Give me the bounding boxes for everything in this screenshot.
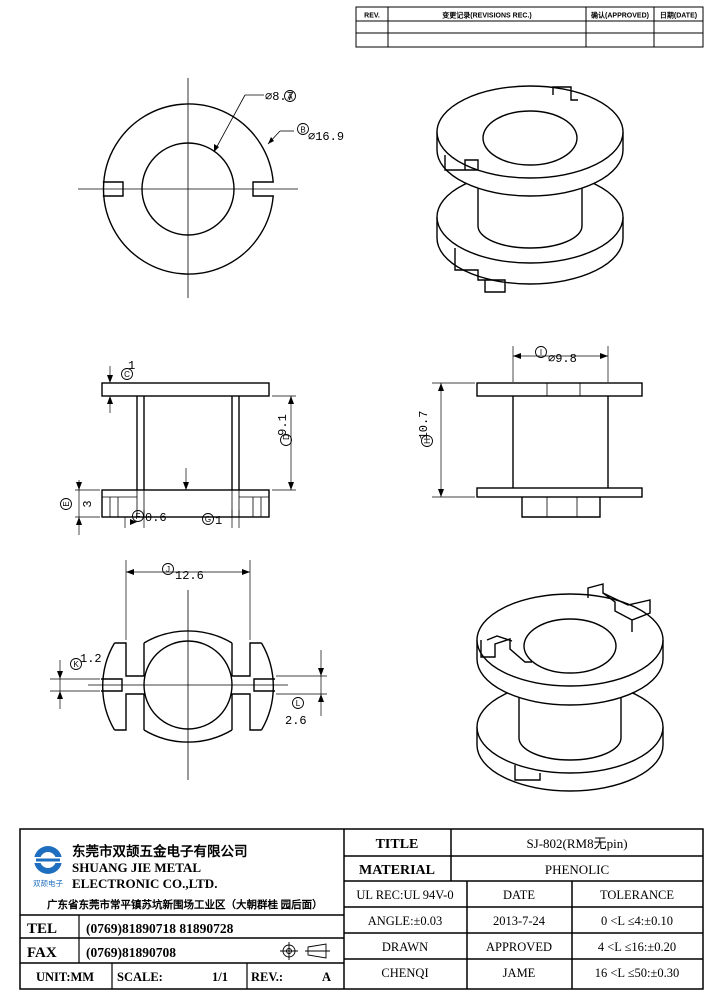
logo-text: 双颉电子: [33, 878, 63, 888]
tel-value: (0769)81890718 81890728: [86, 921, 234, 936]
tolerance-3: 16 <L ≤50:±0.30: [595, 966, 680, 980]
dim-b-value: ⌀16.9: [308, 130, 344, 144]
dim-h-tag: H: [423, 438, 432, 444]
company-name-en-1: SHUANG JIE METAL: [72, 860, 201, 875]
dim-e-tag: E: [62, 501, 71, 506]
material-value: PHENOLIC: [545, 862, 609, 877]
dim-b-tag: B: [300, 126, 305, 135]
date-value: 2013-7-24: [493, 914, 546, 928]
approved-header: 确认(APPROVED): [591, 11, 649, 20]
company-logo: [33, 846, 63, 874]
rev-header: REV.: [364, 13, 380, 20]
dim-e-value: 3: [81, 500, 95, 507]
dim-a-value: ⌀8.7: [265, 90, 294, 104]
dim-c-tag: C: [124, 370, 130, 379]
company-address: 广东省东莞市常平镇苏坑新围场工业区（大朝群桂 园后面）: [47, 898, 323, 911]
dim-l-value: 2.6: [285, 714, 307, 728]
title-value: SJ-802(RM8无pin): [526, 836, 627, 851]
isometric-view-bottom: [476, 583, 664, 792]
dim-d-value: 9.1: [276, 414, 290, 436]
dim-f-tag: F: [136, 512, 141, 521]
dim-g-tag: G: [205, 515, 211, 524]
dim-h-value: 10.7: [417, 411, 431, 440]
bottom-view: [50, 560, 327, 780]
dim-j-tag: J: [166, 565, 170, 574]
angle-value: ANGLE:±0.03: [368, 914, 443, 928]
dim-i-value: ⌀9.8: [548, 352, 577, 366]
dim-c-value: 1: [128, 359, 135, 373]
approved-label: APPROVED: [486, 940, 552, 954]
company-name-en-2: ELECTRONIC CO.,LTD.: [72, 876, 217, 891]
dim-k-value: 1.2: [80, 652, 102, 666]
tolerance-2: 4 <L ≤16:±0.20: [598, 940, 676, 954]
dim-g-value: 1: [215, 514, 222, 528]
tolerance-label: TOLERANCE: [600, 888, 674, 902]
revision-table: [355, 6, 704, 48]
drawn-label: DRAWN: [382, 940, 428, 954]
title-label: TITLE: [376, 837, 419, 852]
rev-value: A: [322, 970, 331, 984]
dim-a-tag: A: [287, 93, 293, 102]
dim-k-tag: K: [73, 660, 79, 669]
projection-symbol: [280, 942, 330, 960]
tel-label: TEL: [27, 921, 57, 937]
drawn-by: CHENQI: [381, 966, 428, 980]
fax-value: (0769)81890708: [86, 945, 176, 960]
fax-label: FAX: [27, 945, 57, 961]
date-header: 日期(DATE): [660, 11, 697, 20]
tolerance-1: 0 <L ≤4:±0.10: [601, 914, 673, 928]
front-view: [60, 366, 296, 535]
unit-label: UNIT:MM: [36, 970, 94, 984]
scale-value: 1/1: [212, 970, 228, 984]
material-label: MATERIAL: [359, 863, 435, 878]
scale-label: SCALE:: [117, 970, 163, 984]
dim-i-tag: I: [540, 348, 542, 357]
rev-label: REV.:: [251, 970, 283, 984]
date-label: DATE: [503, 888, 535, 902]
title-block-frame: [19, 828, 704, 990]
ul-rec: UL REC:UL 94V-0: [356, 888, 453, 902]
dim-f-value: 0.6: [145, 511, 167, 525]
top-view: [78, 78, 309, 298]
approved-by: JAME: [503, 966, 536, 980]
dim-l-tag: L: [296, 699, 301, 708]
dim-d-tag: D: [282, 434, 291, 440]
dim-j-value: 12.6: [175, 569, 204, 583]
revisions-header: 变更记录(REVISIONS REC.): [442, 11, 531, 20]
isometric-view-top: [436, 85, 624, 293]
company-name-cn: 东莞市双颉五金电子有限公司: [72, 843, 248, 859]
side-view: [421, 346, 643, 518]
